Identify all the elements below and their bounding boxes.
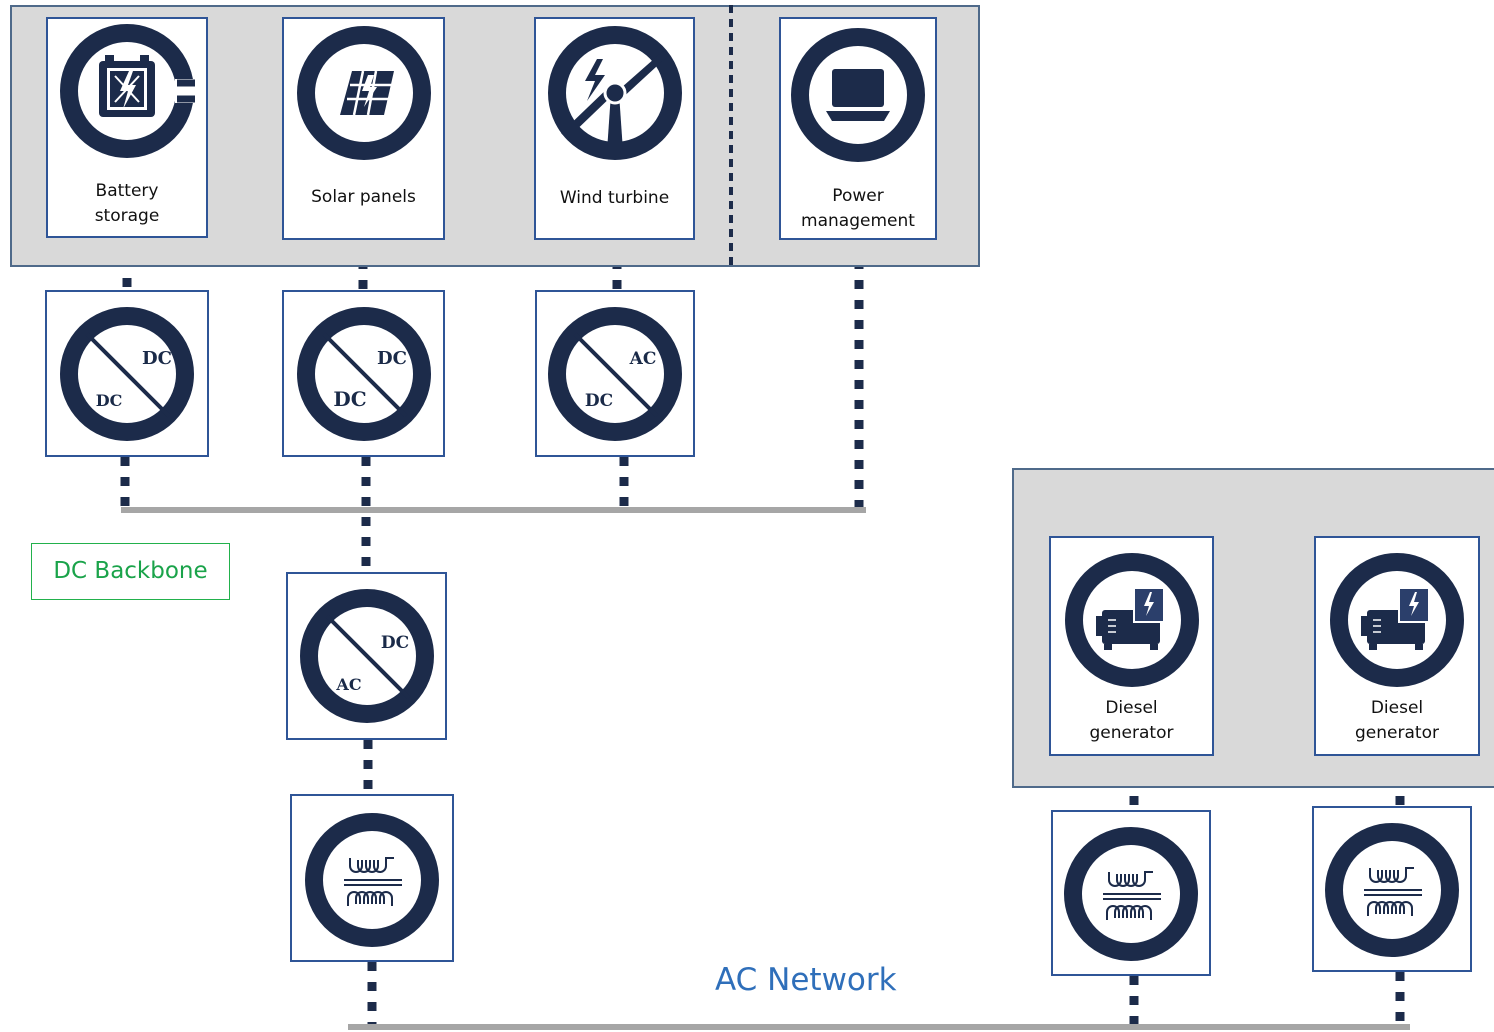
- panel-divider: [729, 5, 733, 267]
- solar-panels-card[interactable]: Solar panels: [282, 17, 445, 240]
- wind-ac-dc-converter[interactable]: AC DC: [535, 290, 695, 457]
- ac-network-label: AC Network: [715, 962, 897, 998]
- inverter-transformer[interactable]: [290, 794, 454, 962]
- wind-turbine-label: Wind turbine: [559, 188, 670, 208]
- converter-out-label: DC: [377, 348, 407, 369]
- solar-dc-dc-converter[interactable]: DC DC: [282, 290, 445, 457]
- wind-turbine-card[interactable]: Wind turbine: [534, 17, 695, 240]
- diesel-generator-icon: [1330, 553, 1464, 687]
- solar-panel-icon: [296, 26, 431, 160]
- dc-dc-converter-icon: DC DC: [60, 307, 194, 441]
- dc-ac-inverter[interactable]: DC AC: [286, 572, 447, 740]
- generator-2-transformer[interactable]: [1312, 806, 1472, 972]
- ac-dc-converter-icon: AC DC: [548, 307, 682, 441]
- solar-panels-label: Solar panels: [311, 187, 416, 207]
- battery-icon: [60, 24, 195, 158]
- power-management-card[interactable]: Power management: [779, 17, 937, 240]
- dc-backbone-label: DC Backbone: [31, 543, 230, 600]
- converter-out-label: DC: [380, 633, 408, 653]
- converter-in-label: AC: [335, 675, 361, 694]
- diesel-generator-1-card[interactable]: Diesel generator: [1049, 536, 1214, 756]
- diesel-generator-1-label: Diesel generator: [1089, 698, 1174, 743]
- battery-storage-card[interactable]: Battery storage: [46, 17, 208, 238]
- wind-turbine-icon: [547, 26, 682, 160]
- converter-out-label: AC: [629, 349, 657, 369]
- diesel-generator-2-card[interactable]: Diesel generator: [1314, 536, 1480, 756]
- diesel-generator-icon: [1064, 553, 1199, 687]
- generator-1-transformer[interactable]: [1051, 810, 1211, 976]
- converter-out-label: DC: [142, 348, 172, 369]
- battery-storage-label: Battery storage: [94, 181, 160, 226]
- dc-ac-inverter-icon: DC AC: [299, 589, 434, 723]
- converter-in-label: DC: [333, 387, 366, 411]
- power-management-label: Power management: [801, 186, 915, 231]
- dc-dc-converter-icon: DC DC: [296, 307, 431, 441]
- transformer-icon: [1325, 823, 1459, 957]
- battery-dc-dc-converter[interactable]: DC DC: [45, 290, 209, 457]
- laptop-icon: [791, 28, 925, 162]
- converter-in-label: DC: [585, 391, 613, 411]
- transformer-icon: [305, 813, 439, 947]
- diesel-generator-2-label: Diesel generator: [1355, 698, 1439, 743]
- converter-in-label: DC: [96, 391, 123, 410]
- transformer-icon: [1064, 827, 1198, 961]
